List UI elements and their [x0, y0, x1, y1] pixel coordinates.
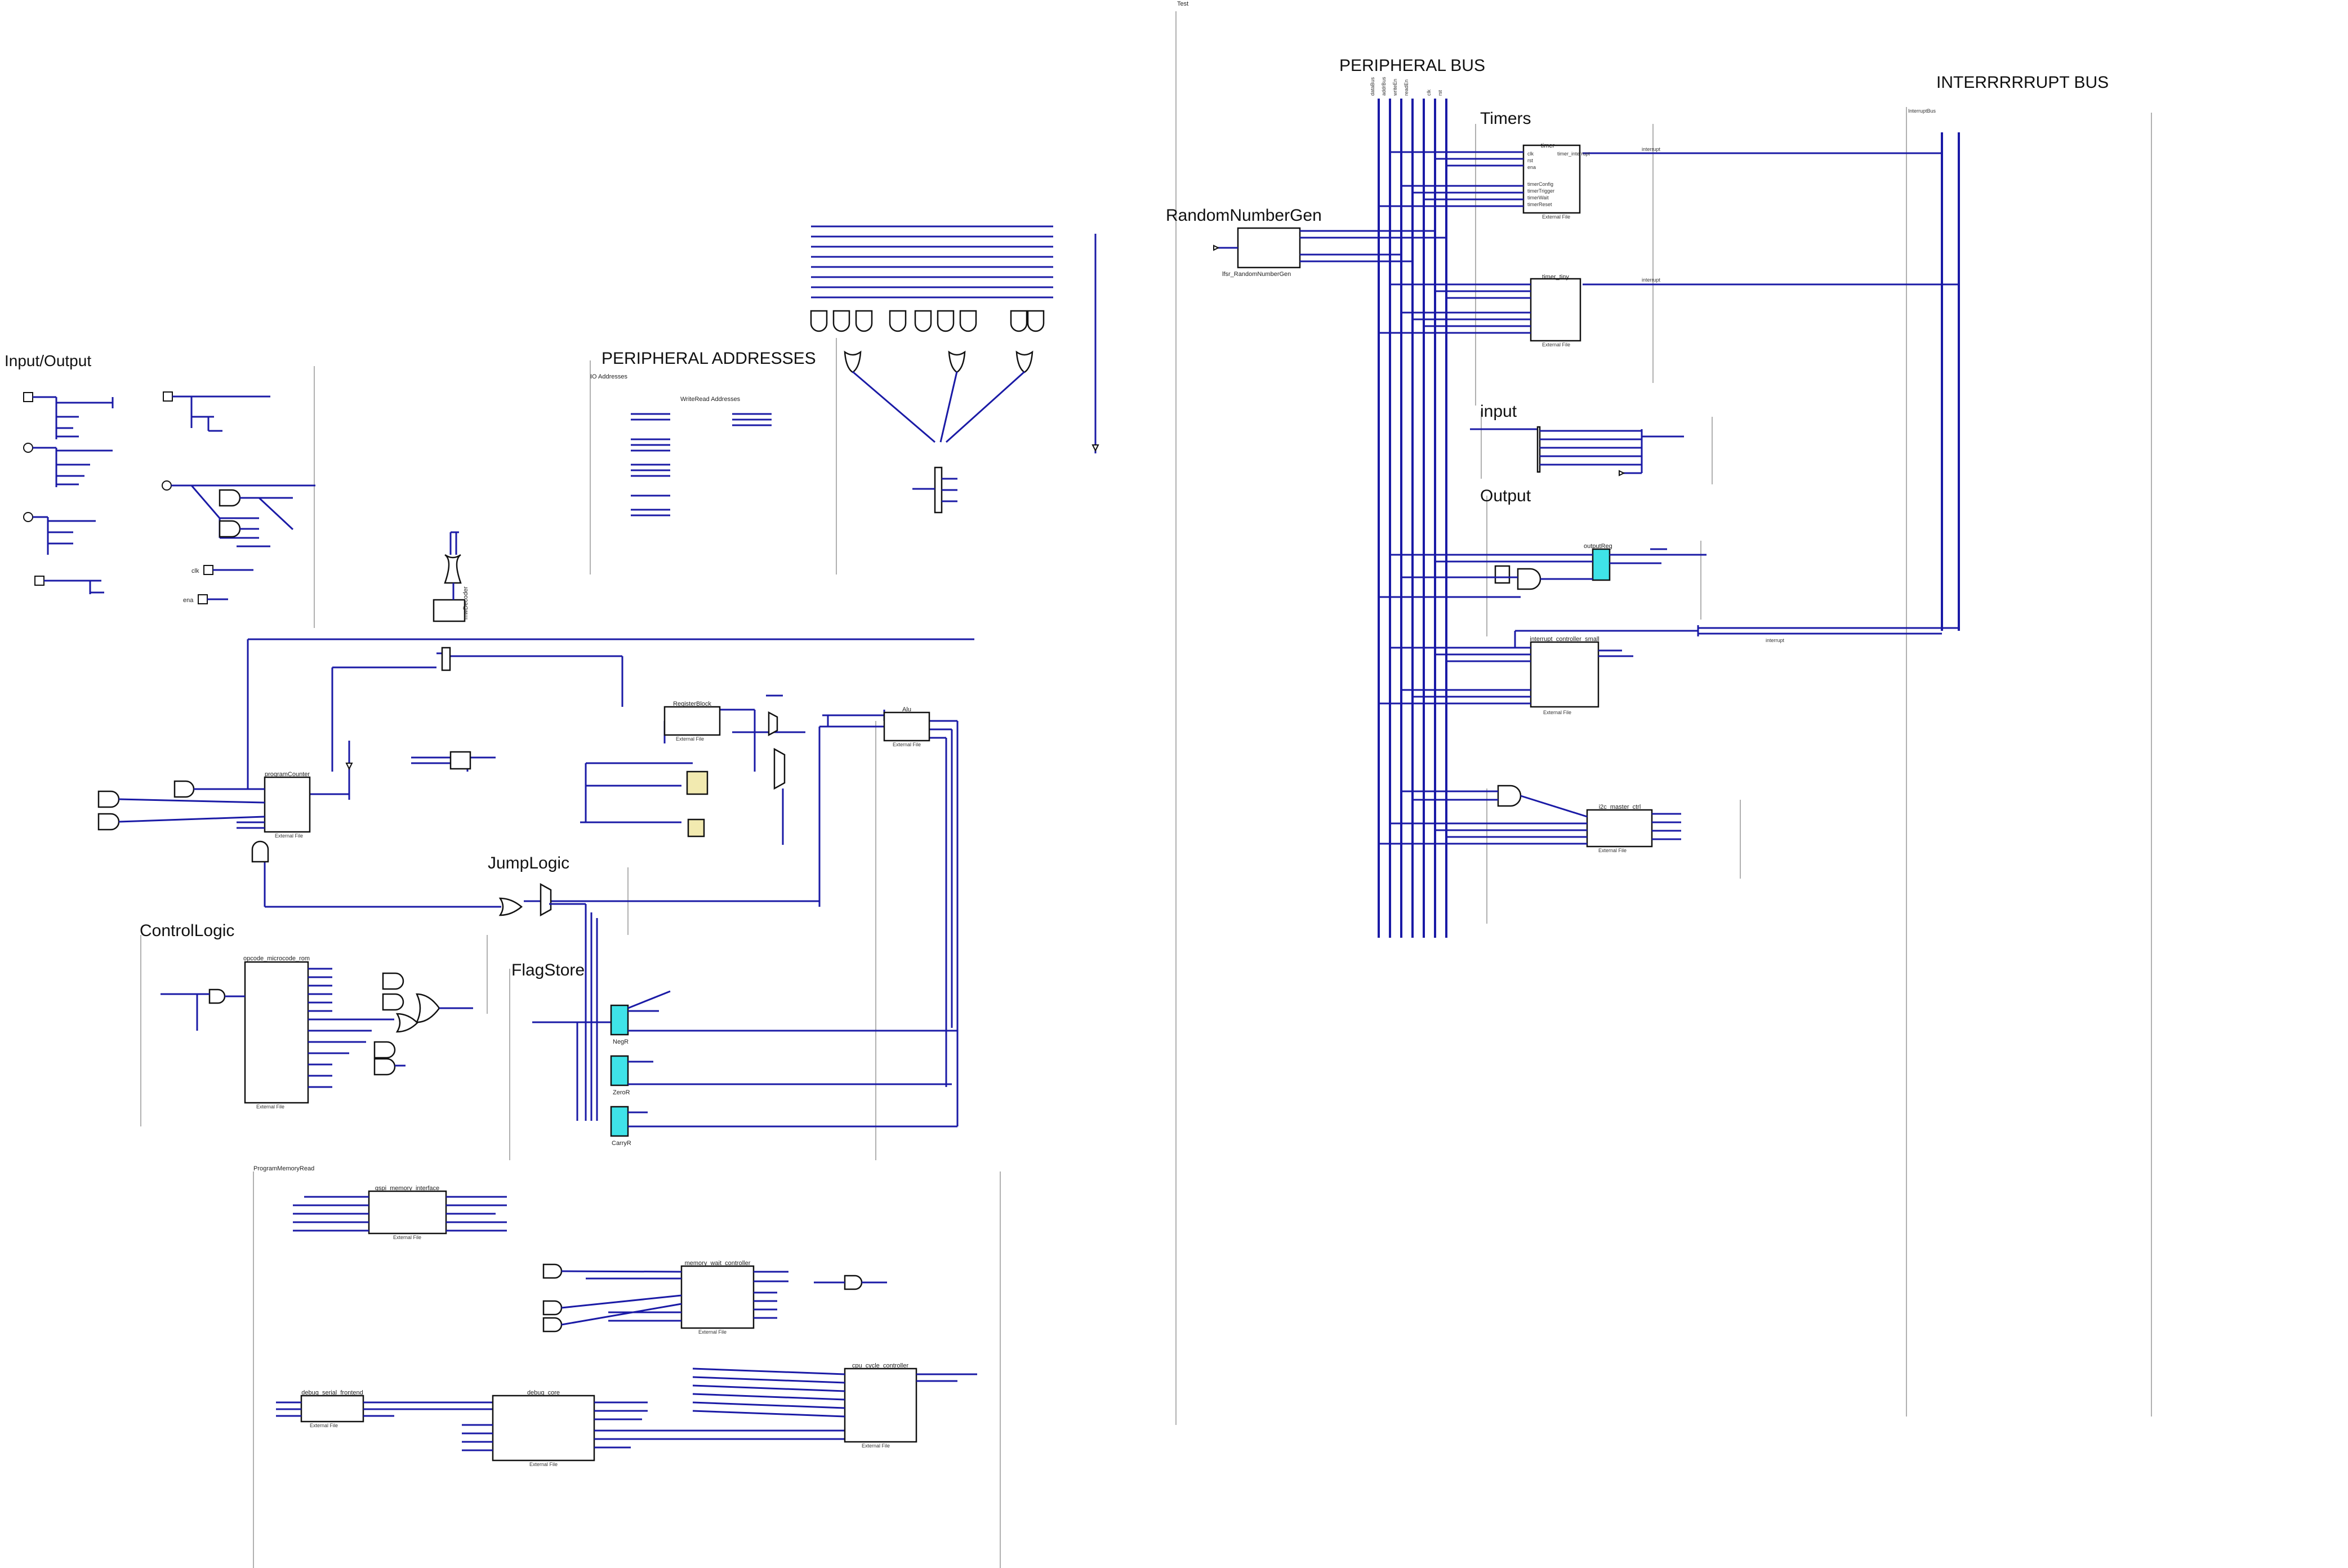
svg-text:External File: External File [676, 736, 704, 742]
title-random-number-gen: RandomNumberGen [1166, 206, 1322, 225]
svg-text:External File: External File [1542, 342, 1570, 348]
svg-text:timer: timer [1541, 142, 1555, 149]
svg-text:programCounter: programCounter [265, 771, 310, 778]
interrupt-bus: interrupt interrupt interrupt [1583, 132, 1960, 643]
interrupt-controller-component[interactable]: interrupt_controller_small External File [1379, 630, 1698, 715]
title-peripheral-addresses: PERIPHERAL ADDRESSES [602, 349, 816, 368]
alu-component[interactable]: Alu External File [883, 706, 930, 747]
title-peripheral-bus: PERIPHERAL BUS [1339, 56, 1485, 75]
svg-text:rst: rst [1527, 158, 1533, 163]
svg-text:External File: External File [256, 1104, 284, 1110]
io-pins: clk ena [23, 391, 315, 604]
debug-serial-component[interactable]: debug_serial_frontend External File [276, 1389, 493, 1428]
svg-text:debug_serial_frontend: debug_serial_frontend [301, 1389, 363, 1396]
mem-wait-component[interactable]: memory_wait_controller External File [542, 1260, 887, 1335]
timer-tiny-component[interactable]: timer_tiny External File [1379, 274, 1581, 348]
debug-core-component[interactable]: debug_core External File [462, 1389, 845, 1467]
label-io-addresses: IO Addresses [590, 373, 628, 380]
title-program-memory-read: ProgramMemoryRead [253, 1165, 314, 1172]
svg-text:opcode_microcode_rom: opcode_microcode_rom [243, 955, 310, 962]
i2c-master-component[interactable]: i2c_master_ctrl External File [1379, 785, 1681, 853]
svg-text:rst: rst [1437, 90, 1443, 96]
mux-components [540, 711, 786, 917]
separators [140, 11, 2152, 1568]
svg-text:writeEn: writeEn [1392, 79, 1398, 96]
svg-text:outputReg: outputReg [1584, 543, 1612, 550]
jump-logic-gates [498, 897, 598, 1121]
svg-text:External File: External File [893, 742, 921, 747]
svg-text:External File: External File [862, 1443, 890, 1449]
register-block-component[interactable]: RegisterBlock External File [663, 701, 721, 742]
rng-component[interactable]: lfsr_RandomNumberGen [1213, 227, 1446, 278]
datapath-wires [247, 638, 974, 1126]
svg-text:timer_interrupt: timer_interrupt [1557, 151, 1590, 157]
title-interrupt-bus: INTERRRRRUPT BUS [1936, 73, 2109, 92]
svg-text:External File: External File [1598, 848, 1627, 853]
svg-text:timerTrigger: timerTrigger [1527, 188, 1554, 194]
svg-text:clk: clk [1426, 90, 1432, 96]
svg-text:interrupt: interrupt [1642, 146, 1661, 152]
svg-text:External File: External File [1542, 214, 1570, 220]
output-component[interactable]: outputReg [1379, 543, 1707, 598]
svg-text:timerWait: timerWait [1527, 195, 1549, 201]
svg-text:ena: ena [1527, 164, 1536, 170]
svg-text:External File: External File [310, 1423, 338, 1428]
svg-text:External File: External File [275, 833, 303, 839]
svg-text:clk: clk [1527, 151, 1534, 157]
label-write-read-addresses: WriteRead Addresses [680, 396, 741, 403]
svg-text:clk: clk [191, 568, 199, 574]
flag-neg: NegR [613, 1039, 629, 1045]
svg-text:timerReset: timerReset [1527, 202, 1552, 207]
title-jump-logic: JumpLogic [488, 854, 569, 872]
flag-carry: CarryR [612, 1140, 631, 1147]
svg-text:cpu_cycle_controller: cpu_cycle_controller [852, 1362, 909, 1369]
title-timers: Timers [1480, 109, 1531, 128]
input-component[interactable] [1470, 426, 1684, 476]
corner-label: Test [1177, 1, 1188, 7]
mw-decoder-component[interactable]: mwDecoder [433, 531, 469, 622]
opcode-rom-component[interactable]: opcode_microcode_rom External File [161, 955, 473, 1110]
svg-text:External File: External File [698, 1329, 727, 1335]
svg-text:readEn: readEn [1404, 79, 1409, 96]
svg-text:RegisterBlock: RegisterBlock [673, 701, 711, 707]
svg-text:External File: External File [529, 1462, 558, 1467]
svg-text:qspi_memory_interface: qspi_memory_interface [375, 1185, 439, 1192]
label-interrupt-bus-tag: InterruptBus [1908, 108, 1936, 114]
svg-text:addrBus: addrBus [1381, 77, 1387, 96]
qspi-component[interactable]: qspi_memory_interface External File [293, 1185, 507, 1240]
small-register [449, 751, 471, 770]
svg-text:External File: External File [393, 1235, 421, 1240]
svg-text:lfsr_RandomNumberGen: lfsr_RandomNumberGen [1222, 271, 1291, 278]
title-input: input [1480, 402, 1517, 421]
svg-text:interrupt: interrupt [1766, 638, 1785, 643]
svg-text:i2c_master_ctrl: i2c_master_ctrl [1599, 804, 1641, 810]
svg-text:debug_core: debug_core [527, 1389, 560, 1396]
title-control-logic: ControlLogic [140, 921, 234, 940]
flag-store: NegR ZeroR CarryR [532, 990, 957, 1147]
svg-text:memory_wait_controller: memory_wait_controller [685, 1260, 751, 1267]
address-decoder [810, 225, 1099, 514]
cpu-cycle-component[interactable]: cpu_cycle_controller External File [692, 1362, 977, 1449]
svg-text:dataBus: dataBus [1370, 77, 1375, 96]
io-address-list [631, 413, 772, 516]
yellow-registers [686, 770, 709, 838]
svg-text:interrupt: interrupt [1642, 277, 1661, 283]
flag-zero: ZeroR [613, 1089, 630, 1096]
svg-text:Alu: Alu [902, 706, 911, 713]
svg-text:ena: ena [183, 597, 194, 604]
title-input-output: Input/Output [5, 352, 91, 369]
title-output: Output [1480, 487, 1531, 505]
program-counter-component[interactable]: programCounter External File [97, 771, 311, 863]
svg-text:interrupt_controller_small: interrupt_controller_small [1530, 636, 1600, 643]
svg-text:External File: External File [1543, 710, 1571, 715]
svg-text:mwDecoder: mwDecoder [462, 586, 469, 620]
svg-text:timer_tiny: timer_tiny [1542, 274, 1569, 280]
title-flag-store: FlagStore [511, 961, 585, 979]
svg-text:timerConfig: timerConfig [1527, 181, 1553, 187]
